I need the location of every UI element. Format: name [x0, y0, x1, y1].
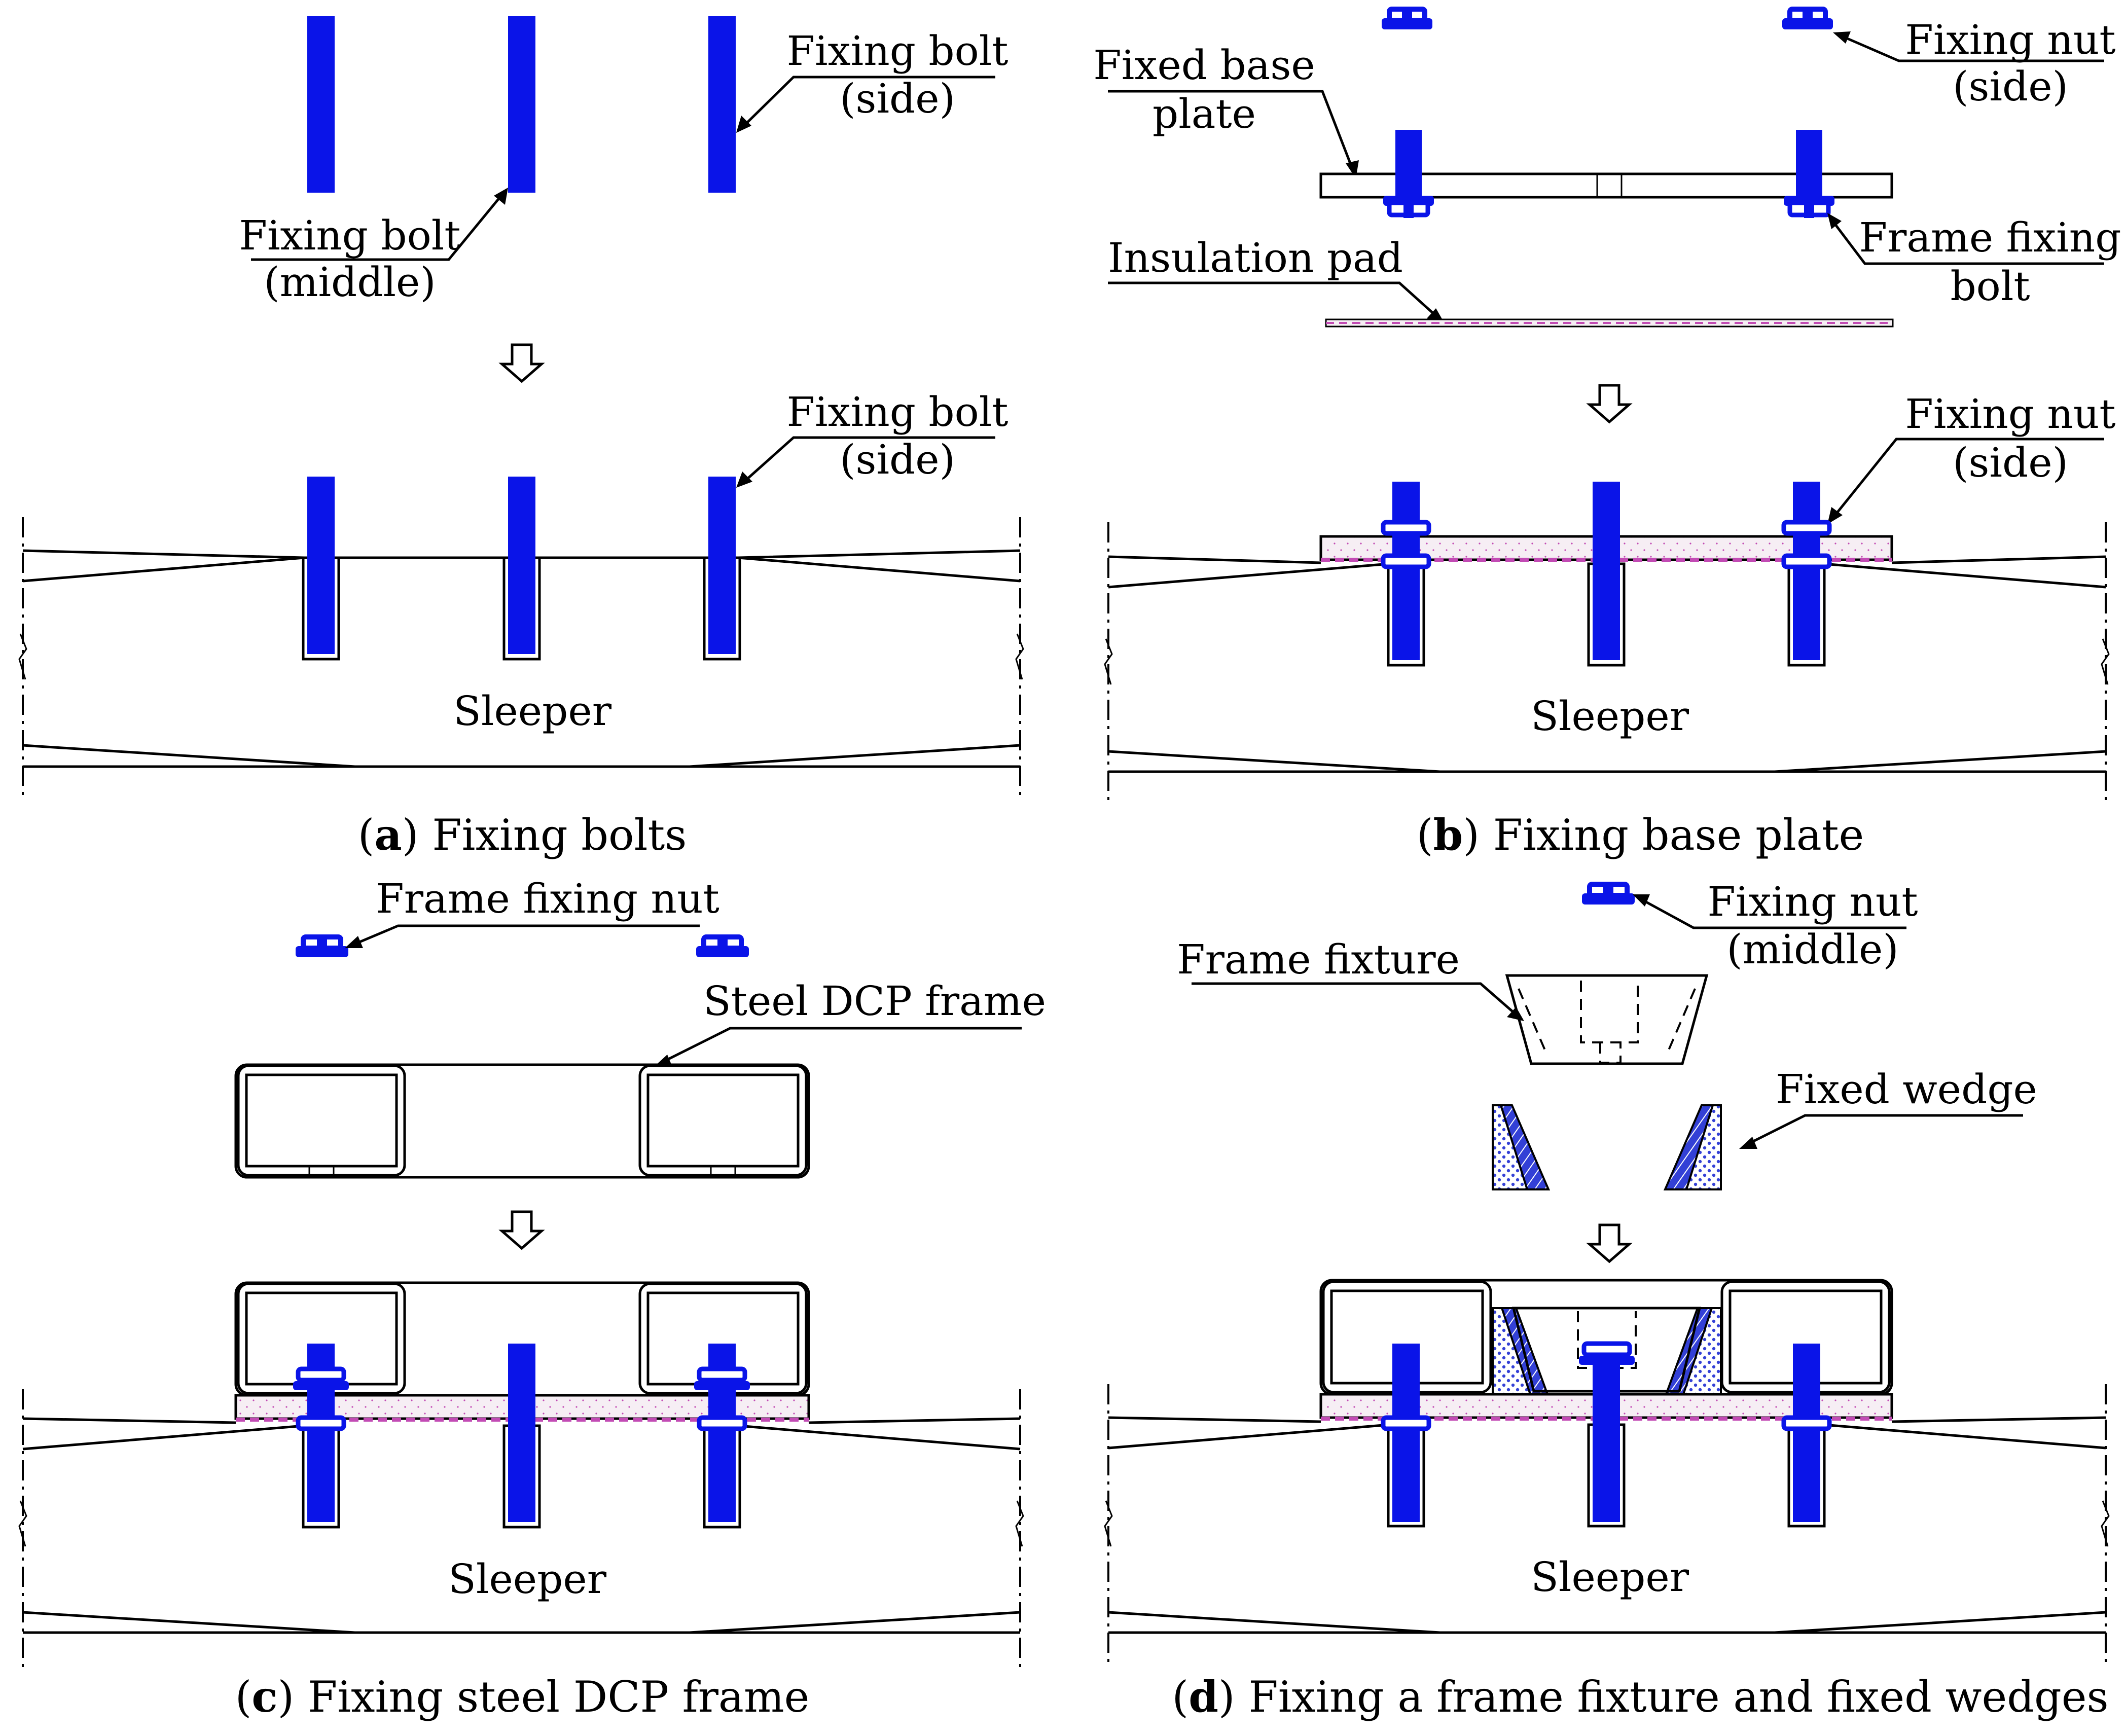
label-bolt-side-bottom-2: (side) — [840, 436, 955, 483]
installed-bolt-middle-d — [1593, 1344, 1620, 1522]
frame-fixing-nut-left — [296, 934, 348, 957]
bolt-side-left — [307, 16, 335, 193]
frame-fixing-nut-right — [696, 934, 749, 957]
label-bolt-middle-2: (middle) — [264, 259, 436, 306]
steel-dcp-frame — [234, 1063, 810, 1179]
fixing-nut-side-left — [1382, 7, 1432, 29]
leader-frame-bolt — [1829, 217, 2104, 265]
label-base-plate-2: plate — [1152, 90, 1256, 137]
leader-steel-frame — [658, 1027, 1022, 1065]
fixing-nut-side-right — [1782, 7, 1833, 29]
arrowhead — [1833, 31, 1851, 44]
label-bolt-side-top-1: Fixing bolt — [786, 27, 1008, 75]
installed-nuts-d — [1381, 1341, 1832, 1431]
label-bolt-side-bottom-1: Fixing bolt — [786, 388, 1008, 436]
fixed-wedge-left — [1492, 1104, 1551, 1190]
installed-nuts-c — [293, 1366, 750, 1431]
label-nut-side-bottom-1: Fixing nut — [1905, 390, 2115, 438]
label-sleeper-c: Sleeper — [448, 1556, 607, 1603]
leader-insulation-pad — [1108, 281, 1441, 320]
bolt-middle — [508, 16, 535, 193]
step-arrow-d — [1586, 1223, 1633, 1263]
label-nut-side-top-2: (side) — [1953, 63, 2068, 110]
label-bolt-middle-1: Fixing bolt — [239, 212, 460, 259]
caption-b: (b) Fixing base plate — [1417, 810, 1864, 860]
installed-bolt-side-right — [708, 477, 736, 654]
label-sleeper-d: Sleeper — [1531, 1553, 1689, 1601]
arrowhead — [1739, 1137, 1757, 1149]
arrowhead — [736, 116, 751, 133]
step-arrow-a — [498, 343, 545, 383]
label-frame-bolt-1: Frame fixing — [1859, 214, 2121, 261]
label-nut-middle-1: Fixing nut — [1707, 878, 1918, 925]
leader-bolt-side-bottom — [740, 436, 995, 485]
label-frame-fixture: Frame fixture — [1177, 936, 1460, 983]
arrowhead — [1827, 507, 1843, 524]
leader-nut-side-bottom — [1830, 438, 2104, 521]
installed-bolt-left-b — [1392, 482, 1420, 660]
installed-bolt-middle-b — [1593, 482, 1620, 660]
step-arrow-b — [1586, 384, 1633, 424]
panel-a: Fixing bolt (side) Fixing bolt (middle) … — [18, 16, 1024, 860]
frame-fixing-bolt-left — [1383, 130, 1434, 218]
label-nut-side-bottom-2: (side) — [1953, 439, 2068, 486]
step-arrow-c — [498, 1210, 545, 1250]
panel-d: Fixing nut (middle) Frame fixture Fixed … — [1104, 878, 2110, 1722]
installed-bolt-middle-c — [508, 1344, 535, 1522]
label-frame-nut: Frame fixing nut — [376, 875, 719, 922]
installed-bolt-left-d — [1392, 1344, 1420, 1522]
sleeper-d — [1104, 1384, 2110, 1666]
frame-fixing-bolt-right — [1784, 130, 1834, 218]
label-base-plate-1: Fixed base — [1093, 42, 1315, 89]
label-nut-middle-2: (middle) — [1726, 926, 1898, 973]
arrowhead — [494, 188, 508, 205]
sleeper-c — [18, 1389, 1024, 1668]
arrowhead — [1827, 213, 1842, 229]
bolt-side-right — [708, 16, 736, 193]
caption-a: (a) Fixing bolts — [358, 810, 687, 860]
label-frame-bolt-2: bolt — [1950, 263, 2030, 310]
installed-nuts-b — [1381, 520, 1832, 569]
leader-nut-side-top — [1838, 33, 2104, 62]
label-fixed-wedge: Fixed wedge — [1776, 1066, 2037, 1113]
fixing-nut-middle — [1582, 882, 1635, 905]
leader-nut-middle — [1637, 896, 1906, 929]
leader-base-plate — [1108, 90, 1355, 173]
installed-bolt-right-d — [1793, 1344, 1820, 1522]
arrowhead — [345, 936, 363, 948]
installed-bolt-right-b — [1793, 482, 1820, 660]
leader-frame-nut — [349, 924, 700, 948]
arrowhead — [1507, 1007, 1524, 1021]
label-nut-side-top-1: Fixing nut — [1905, 16, 2115, 63]
panel-c: Frame fixing nut Steel DCP frame — [18, 875, 1046, 1722]
panel-b: Fixing nut (side) Fixed base plate Frame… — [1093, 7, 2121, 860]
installed-bolt-side-left — [307, 477, 335, 654]
frame-fixture — [1505, 974, 1709, 1065]
fixed-wedge-right — [1663, 1104, 1722, 1190]
caption-c: (c) Fixing steel DCP frame — [235, 1672, 810, 1722]
installed-frame-fixture — [1511, 1307, 1702, 1393]
leader-frame-fixture — [1192, 982, 1521, 1019]
leader-fixed-wedge — [1743, 1114, 2023, 1147]
label-sleeper-a: Sleeper — [453, 688, 612, 735]
leader-bolt-middle — [251, 191, 506, 261]
label-steel-frame: Steel DCP frame — [703, 978, 1046, 1025]
label-insulation-pad: Insulation pad — [1108, 234, 1403, 281]
caption-d: (d) Fixing a frame fixture and fixed wed… — [1172, 1672, 2108, 1722]
arrowhead — [736, 472, 752, 488]
label-sleeper-b: Sleeper — [1531, 693, 1689, 740]
arrowhead — [1633, 894, 1650, 907]
installed-bolt-middle — [508, 477, 535, 654]
label-bolt-side-top-2: (side) — [840, 75, 955, 122]
sleeper-a — [18, 517, 1024, 796]
leader-bolt-side-top — [739, 76, 995, 130]
